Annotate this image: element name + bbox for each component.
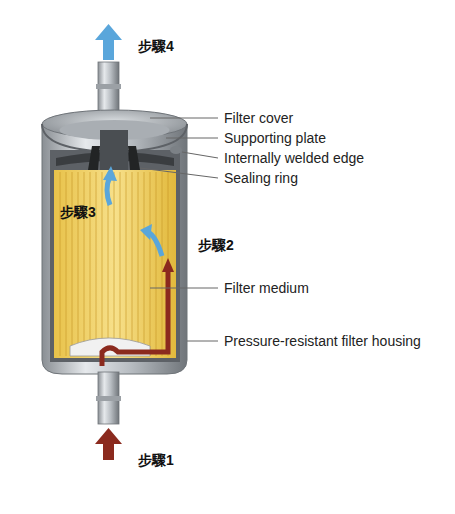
pipe-ring [96,396,121,401]
part-label: Sealing ring [224,169,298,187]
part-label: Pressure-resistant filter housing [224,332,421,350]
filter-housing [42,124,187,374]
part-label: Filter cover [224,109,293,127]
step-label: 步驟1 [138,451,174,469]
filter-medium [54,170,176,358]
flow-arrow-head [140,224,152,240]
welded-edge [170,146,182,154]
filter-pleats [60,172,168,356]
inflow-arrow [95,428,122,460]
step-label: 步驟3 [60,203,96,221]
inflow-head [162,258,174,272]
pipe-ring [96,84,121,89]
step-label: 步驟4 [138,37,174,55]
housing-inner [50,150,180,362]
part-label: Filter medium [224,279,309,297]
part-label: Supporting plate [224,129,326,147]
step-label: 步驟2 [198,236,234,254]
flow-arrow-head [103,166,117,181]
inflow-path [102,270,168,366]
outflow-arrow [95,24,122,60]
part-label: Internally welded edge [224,149,364,167]
leader-lines [140,118,218,341]
outlet-neck [100,130,128,170]
